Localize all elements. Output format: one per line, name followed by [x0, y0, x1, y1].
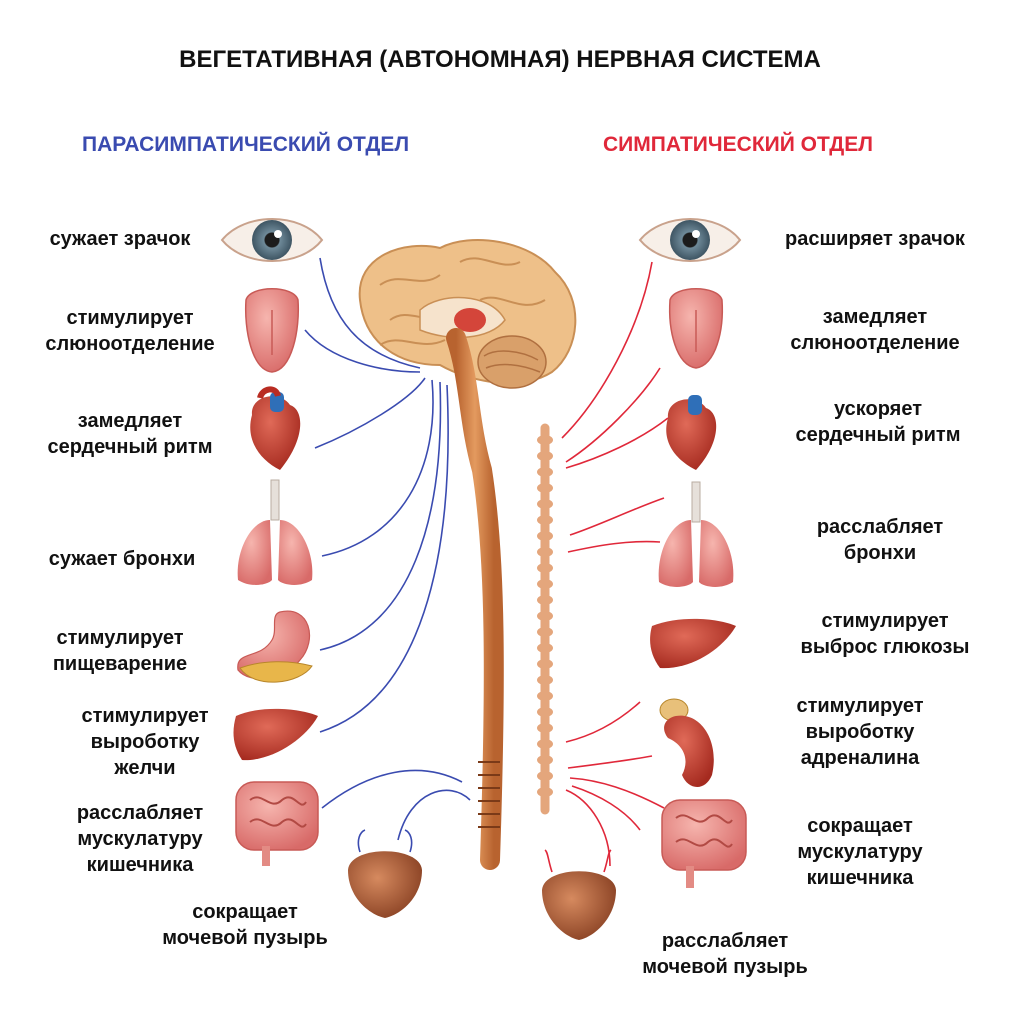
right-tongue-icon — [668, 288, 724, 369]
right-intestine-icon — [661, 799, 747, 888]
para-effect-heart: замедляет сердечный ритм — [47, 410, 213, 458]
symp-effect-intestine: сокращает мускулатуру кишечника — [797, 815, 923, 889]
symp-effect-heart: ускоряет сердечный ритм — [795, 398, 961, 446]
nerve-lungs — [321, 379, 434, 557]
page-title: ВЕГЕТАТИВНАЯ (АВТОНОМНАЯ) НЕРВНАЯ СИСТЕМ… — [179, 46, 821, 73]
ganglion — [537, 579, 553, 589]
para-effect-bladder: сокращает мочевой пузырь — [162, 901, 328, 949]
nerve-tongue — [565, 367, 661, 463]
para-effect-pupil: сужает зрачок — [49, 228, 191, 250]
left-stomach-icon — [237, 610, 313, 683]
symp-effect-adrenaline: стимулирует выроботку адреналина — [796, 695, 924, 769]
right-eye-icon — [638, 218, 742, 262]
right-bladder-icon — [542, 849, 616, 940]
ganglion — [537, 691, 553, 701]
ganglion — [537, 435, 553, 445]
ganglion — [537, 707, 553, 717]
para-effect-bronchi: сужает бронхи — [48, 548, 196, 570]
nerve-tongue — [304, 329, 421, 373]
nerve-kidney-b — [567, 755, 653, 769]
symp-effect-glucose: стимулирует выброс глюкозы — [800, 610, 970, 658]
ganglion — [537, 643, 553, 653]
right-kidney-icon — [659, 698, 714, 788]
ganglion — [537, 787, 553, 797]
ganglion — [537, 739, 553, 749]
spinal-cord — [446, 328, 504, 870]
ganglion — [537, 595, 553, 605]
ganglion — [537, 675, 553, 685]
ganglion — [537, 771, 553, 781]
ganglion — [537, 531, 553, 541]
nerve-stomach — [319, 381, 442, 651]
parasympathetic-nerves — [304, 257, 471, 841]
sympathetic-chain — [537, 423, 553, 815]
nerve-bladder — [397, 789, 471, 841]
left-eye-icon — [220, 218, 324, 262]
nerve-bladder-b — [571, 785, 641, 831]
para-effect-intestine: расслабляет мускулатуру кишечника — [76, 802, 204, 876]
para-effect-saliva: стимулирует слюноотделение — [45, 307, 215, 355]
right-lungs-icon — [658, 481, 734, 587]
ganglion — [537, 611, 553, 621]
left-intestine-icon — [235, 781, 319, 866]
left-liver-icon — [233, 708, 318, 761]
ganglion — [537, 499, 553, 509]
nerve-kidney-a — [565, 701, 641, 743]
sympathetic-heading: СИМПАТИЧЕСКИЙ ОТДЕЛ — [603, 133, 873, 156]
left-heart-icon — [250, 386, 301, 470]
nerve-liver — [319, 384, 449, 733]
left-tongue-icon — [244, 288, 300, 373]
left-bladder-icon — [348, 829, 422, 918]
parasympathetic-heading: ПАРАСИМПАТИЧЕСКИЙ ОТДЕЛ — [82, 133, 410, 156]
right-liver-icon — [650, 618, 736, 669]
ganglion — [537, 563, 553, 573]
sympathetic-nerves — [561, 261, 669, 867]
ganglion — [537, 547, 553, 557]
nerve-bladder-a — [565, 789, 611, 867]
symp-effect-bronchi: расслабляет бронхи — [816, 516, 944, 564]
brain-icon — [358, 239, 577, 389]
para-effect-digestion: стимулирует пищеварение — [52, 627, 188, 675]
nerve-intestine — [321, 769, 463, 809]
ganglion — [537, 451, 553, 461]
nerve-heart — [565, 417, 669, 469]
nerve-heart — [314, 377, 426, 449]
nerve-lungs-a — [569, 497, 665, 536]
right-heart-icon — [666, 395, 717, 470]
ganglion — [537, 723, 553, 733]
ganglion — [537, 659, 553, 669]
symp-effect-saliva: замедляет слюноотделение — [790, 306, 960, 354]
nerve-intestine — [569, 777, 665, 809]
ganglion — [537, 515, 553, 525]
symp-effect-bladder: расслабляет мочевой пузырь — [642, 930, 808, 978]
ganglion — [537, 467, 553, 477]
ganglion — [537, 483, 553, 493]
nerve-eye — [319, 257, 421, 369]
ganglion — [537, 755, 553, 765]
nerve-lungs-b — [567, 540, 661, 553]
symp-effect-pupil: расширяет зрачок — [785, 228, 965, 250]
para-effect-bile: стимулирует выроботку желчи — [81, 705, 209, 779]
left-lungs-icon — [237, 479, 313, 585]
nerve-eye — [561, 261, 653, 439]
ganglion — [537, 627, 553, 637]
